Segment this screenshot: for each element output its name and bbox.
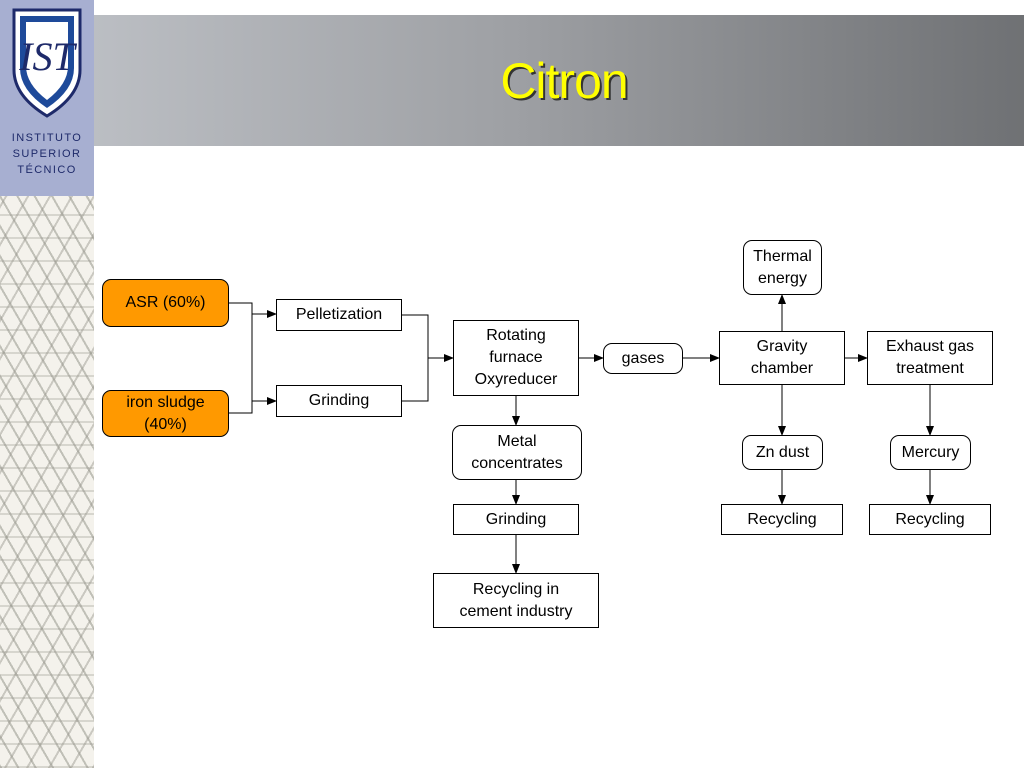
connector-iron-sludge <box>229 397 277 414</box>
node-exhaust-gas-treatment: Exhaust gas treatment <box>867 331 993 385</box>
node-gravity-chamber: Gravity chamber <box>719 331 845 385</box>
node-pelletization: Pelletization <box>276 299 402 331</box>
node-gases: gases <box>603 343 683 374</box>
node-metal-concentrates: Metal concentrates <box>452 425 582 480</box>
node-recycling-2: Recycling <box>869 504 991 535</box>
connector-pelletization <box>401 314 429 358</box>
svg-text:IST: IST <box>18 34 77 79</box>
connector-asr <box>229 302 277 318</box>
node-mercury: Mercury <box>890 435 971 470</box>
logo-text-line1: INSTITUTO <box>11 132 83 144</box>
node-thermal-energy: Thermal energy <box>743 240 822 295</box>
shield-icon: IST <box>12 8 82 118</box>
logo-text-line2: SUPERIOR <box>12 148 82 160</box>
node-asr: ASR (60%) <box>102 279 229 327</box>
node-grinding-2: Grinding <box>453 504 579 535</box>
logo-text-line3: TÉCNICO <box>17 164 77 176</box>
node-iron-sludge: iron sludge (40%) <box>102 390 229 437</box>
node-grinding-1: Grinding <box>276 385 402 417</box>
connector-grinding-1 <box>401 358 429 402</box>
ist-logo: IST INSTITUTO SUPERIOR TÉCNICO <box>0 0 94 196</box>
sidebar: IST INSTITUTO SUPERIOR TÉCNICO <box>0 0 94 768</box>
node-rotating-furnace: Rotating furnace Oxyreducer <box>453 320 579 396</box>
title-banner <box>94 15 1024 146</box>
node-recycling-1: Recycling <box>721 504 843 535</box>
slide-title: Citron <box>500 53 628 109</box>
node-zn-dust: Zn dust <box>742 435 823 470</box>
decorative-pattern <box>0 196 94 768</box>
node-recycling-cement: Recycling in cement industry <box>433 573 599 628</box>
